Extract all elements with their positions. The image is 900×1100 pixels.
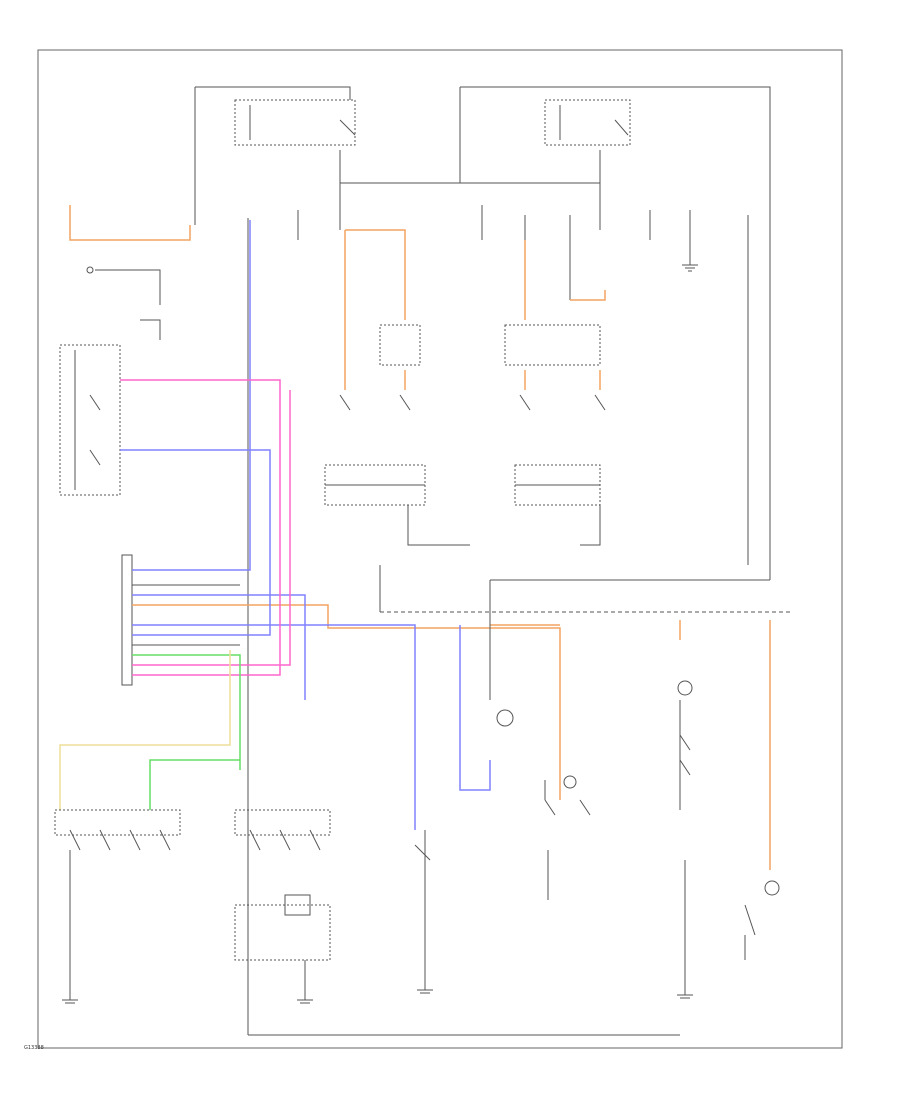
top-wiring [194,86,771,1035]
center-blocks [324,324,606,546]
colored-wires [59,205,771,870]
horizontal-bus [379,565,790,700]
footer-code: G13388 [24,1045,44,1051]
lower-wiring [54,680,780,1036]
left-switch-block [59,266,161,496]
diagram-border [37,49,843,1049]
